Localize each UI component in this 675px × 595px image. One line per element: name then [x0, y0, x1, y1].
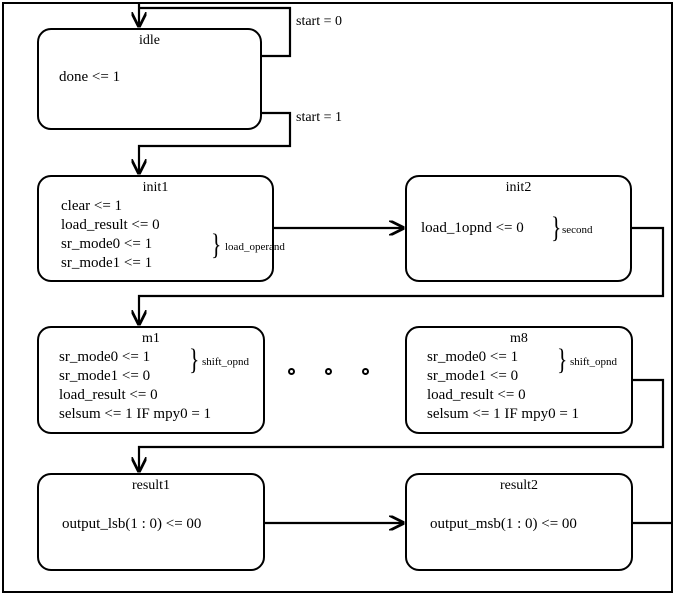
- state-line: selsum <= 1 IF mpy0 = 1: [427, 406, 580, 422]
- group-label-init1: load_operand: [225, 241, 285, 253]
- state-line: load_result <= 0: [59, 387, 158, 403]
- state-title-idle: idle: [139, 33, 160, 48]
- state-line: sr_mode0 <= 1: [61, 236, 153, 252]
- grouping-brace-icon: }: [189, 343, 200, 376]
- state-body-result1: output_lsb(1 : 0) <= 00: [62, 515, 201, 534]
- grouping-brace-icon: }: [211, 228, 222, 261]
- grouping-brace-icon: }: [557, 343, 568, 376]
- group-label-m1: shift_opnd: [202, 356, 250, 368]
- state-title-result1: result1: [131, 478, 171, 493]
- transition-label-start-1: start = 1: [296, 110, 342, 125]
- state-line: load_1opnd <= 0: [421, 220, 524, 236]
- state-line: clear <= 1: [61, 198, 123, 214]
- ellipsis-dot: [325, 368, 332, 375]
- group-label-init2: second: [562, 224, 593, 236]
- state-body-init2: load_1opnd <= 0: [421, 219, 524, 238]
- ellipsis-dot: [362, 368, 369, 375]
- grouping-brace-icon: }: [551, 211, 562, 244]
- state-line: load_result <= 0: [61, 217, 160, 233]
- state-line: done <= 1: [59, 69, 121, 85]
- transition-label-start-0: start = 0: [296, 14, 342, 29]
- state-box-m8[interactable]: m8 sr_mode0 <= 1 sr_mode1 <= 0 load_resu…: [405, 326, 633, 434]
- state-box-init2[interactable]: init2 load_1opnd <= 0 } second: [405, 175, 632, 282]
- state-title-m1: m1: [142, 331, 160, 346]
- state-title-init2: init2: [505, 180, 532, 195]
- state-box-m1[interactable]: m1 sr_mode0 <= 1 sr_mode1 <= 0 load_resu…: [37, 326, 265, 434]
- state-line: sr_mode1 <= 0: [59, 368, 151, 384]
- state-box-init1[interactable]: init1 clear <= 1 load_result <= 0 sr_mod…: [37, 175, 285, 282]
- state-box-result2[interactable]: result2 output_msb(1 : 0) <= 00: [405, 473, 633, 571]
- state-title-init1: init1: [142, 180, 169, 195]
- state-line: output_msb(1 : 0) <= 00: [430, 516, 577, 532]
- state-body-idle: done <= 1: [59, 68, 120, 87]
- state-line: selsum <= 1 IF mpy0 = 1: [59, 406, 212, 422]
- state-body-init1: clear <= 1 load_result <= 0 sr_mode0 <= …: [61, 197, 160, 273]
- state-line: sr_mode0 <= 1: [427, 349, 519, 365]
- state-box-idle[interactable]: idle done <= 1: [37, 28, 262, 130]
- group-label-m8: shift_opnd: [570, 356, 618, 368]
- intermediate-states-ellipsis: [288, 368, 378, 378]
- state-title-result2: result2: [499, 478, 539, 493]
- state-body-m1: sr_mode0 <= 1 sr_mode1 <= 0 load_result …: [59, 348, 211, 424]
- state-line: output_lsb(1 : 0) <= 00: [62, 516, 202, 532]
- state-title-m8: m8: [510, 331, 528, 346]
- state-box-result1[interactable]: result1 output_lsb(1 : 0) <= 00: [37, 473, 265, 571]
- state-line: sr_mode1 <= 1: [61, 255, 153, 271]
- state-body-result2: output_msb(1 : 0) <= 00: [430, 515, 577, 534]
- ellipsis-dot: [288, 368, 295, 375]
- state-line: sr_mode0 <= 1: [59, 349, 151, 365]
- state-line: load_result <= 0: [427, 387, 526, 403]
